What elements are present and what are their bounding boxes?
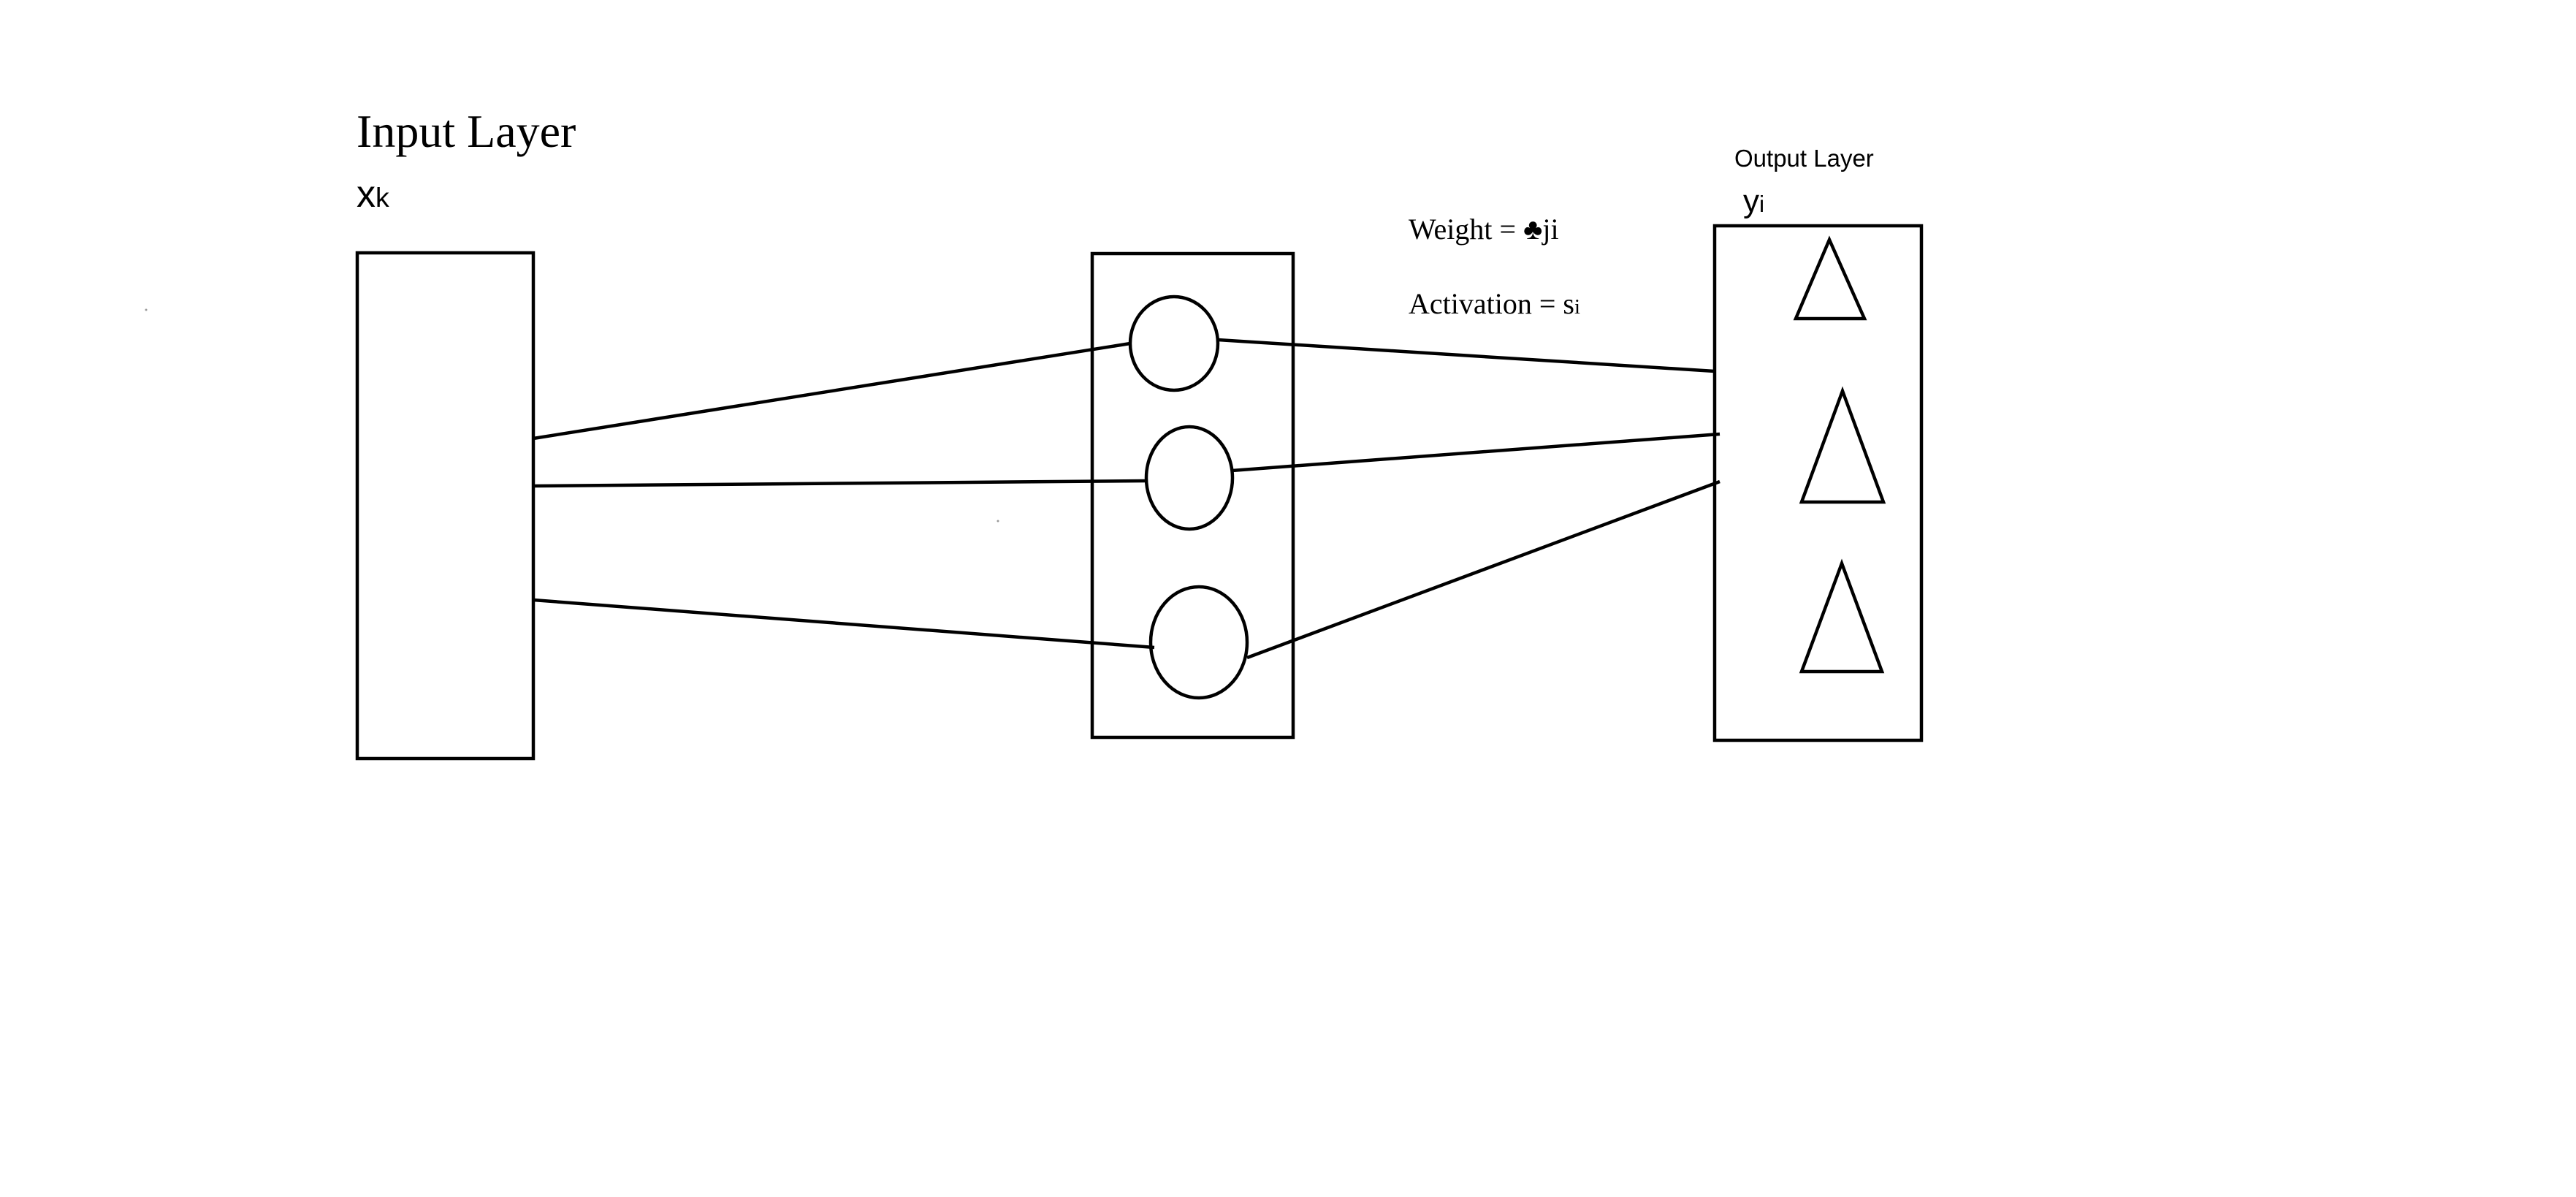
output-node-2	[1799, 386, 1886, 504]
hidden-node-2	[1144, 425, 1235, 531]
output-variable-label: yi	[1743, 183, 1765, 219]
connection-input-hidden-1	[533, 341, 1131, 441]
input-variable-label: xk	[357, 173, 389, 216]
hidden-node-1	[1128, 294, 1220, 392]
output-layer-title: Output Layer	[1734, 145, 1874, 172]
connection-hidden-output-1	[1217, 338, 1715, 373]
connection-input-hidden-3	[533, 598, 1155, 650]
activation-label: Activation = si	[1409, 287, 1580, 320]
connection-hidden-output-2	[1231, 432, 1720, 473]
output-layer-box	[1712, 224, 1924, 742]
input-layer-box	[355, 251, 536, 761]
input-layer-title: Input Layer	[357, 105, 576, 157]
hidden-node-3	[1148, 585, 1249, 700]
hidden-layer-box	[1090, 251, 1295, 740]
stray-dot	[997, 520, 999, 522]
output-node-3	[1799, 558, 1885, 674]
weight-label: Weight = ♣ji	[1409, 213, 1559, 246]
connection-input-hidden-2	[533, 479, 1147, 488]
stray-dot	[145, 308, 148, 311]
connection-hidden-output-3	[1246, 479, 1720, 660]
output-node-1	[1793, 235, 1867, 321]
